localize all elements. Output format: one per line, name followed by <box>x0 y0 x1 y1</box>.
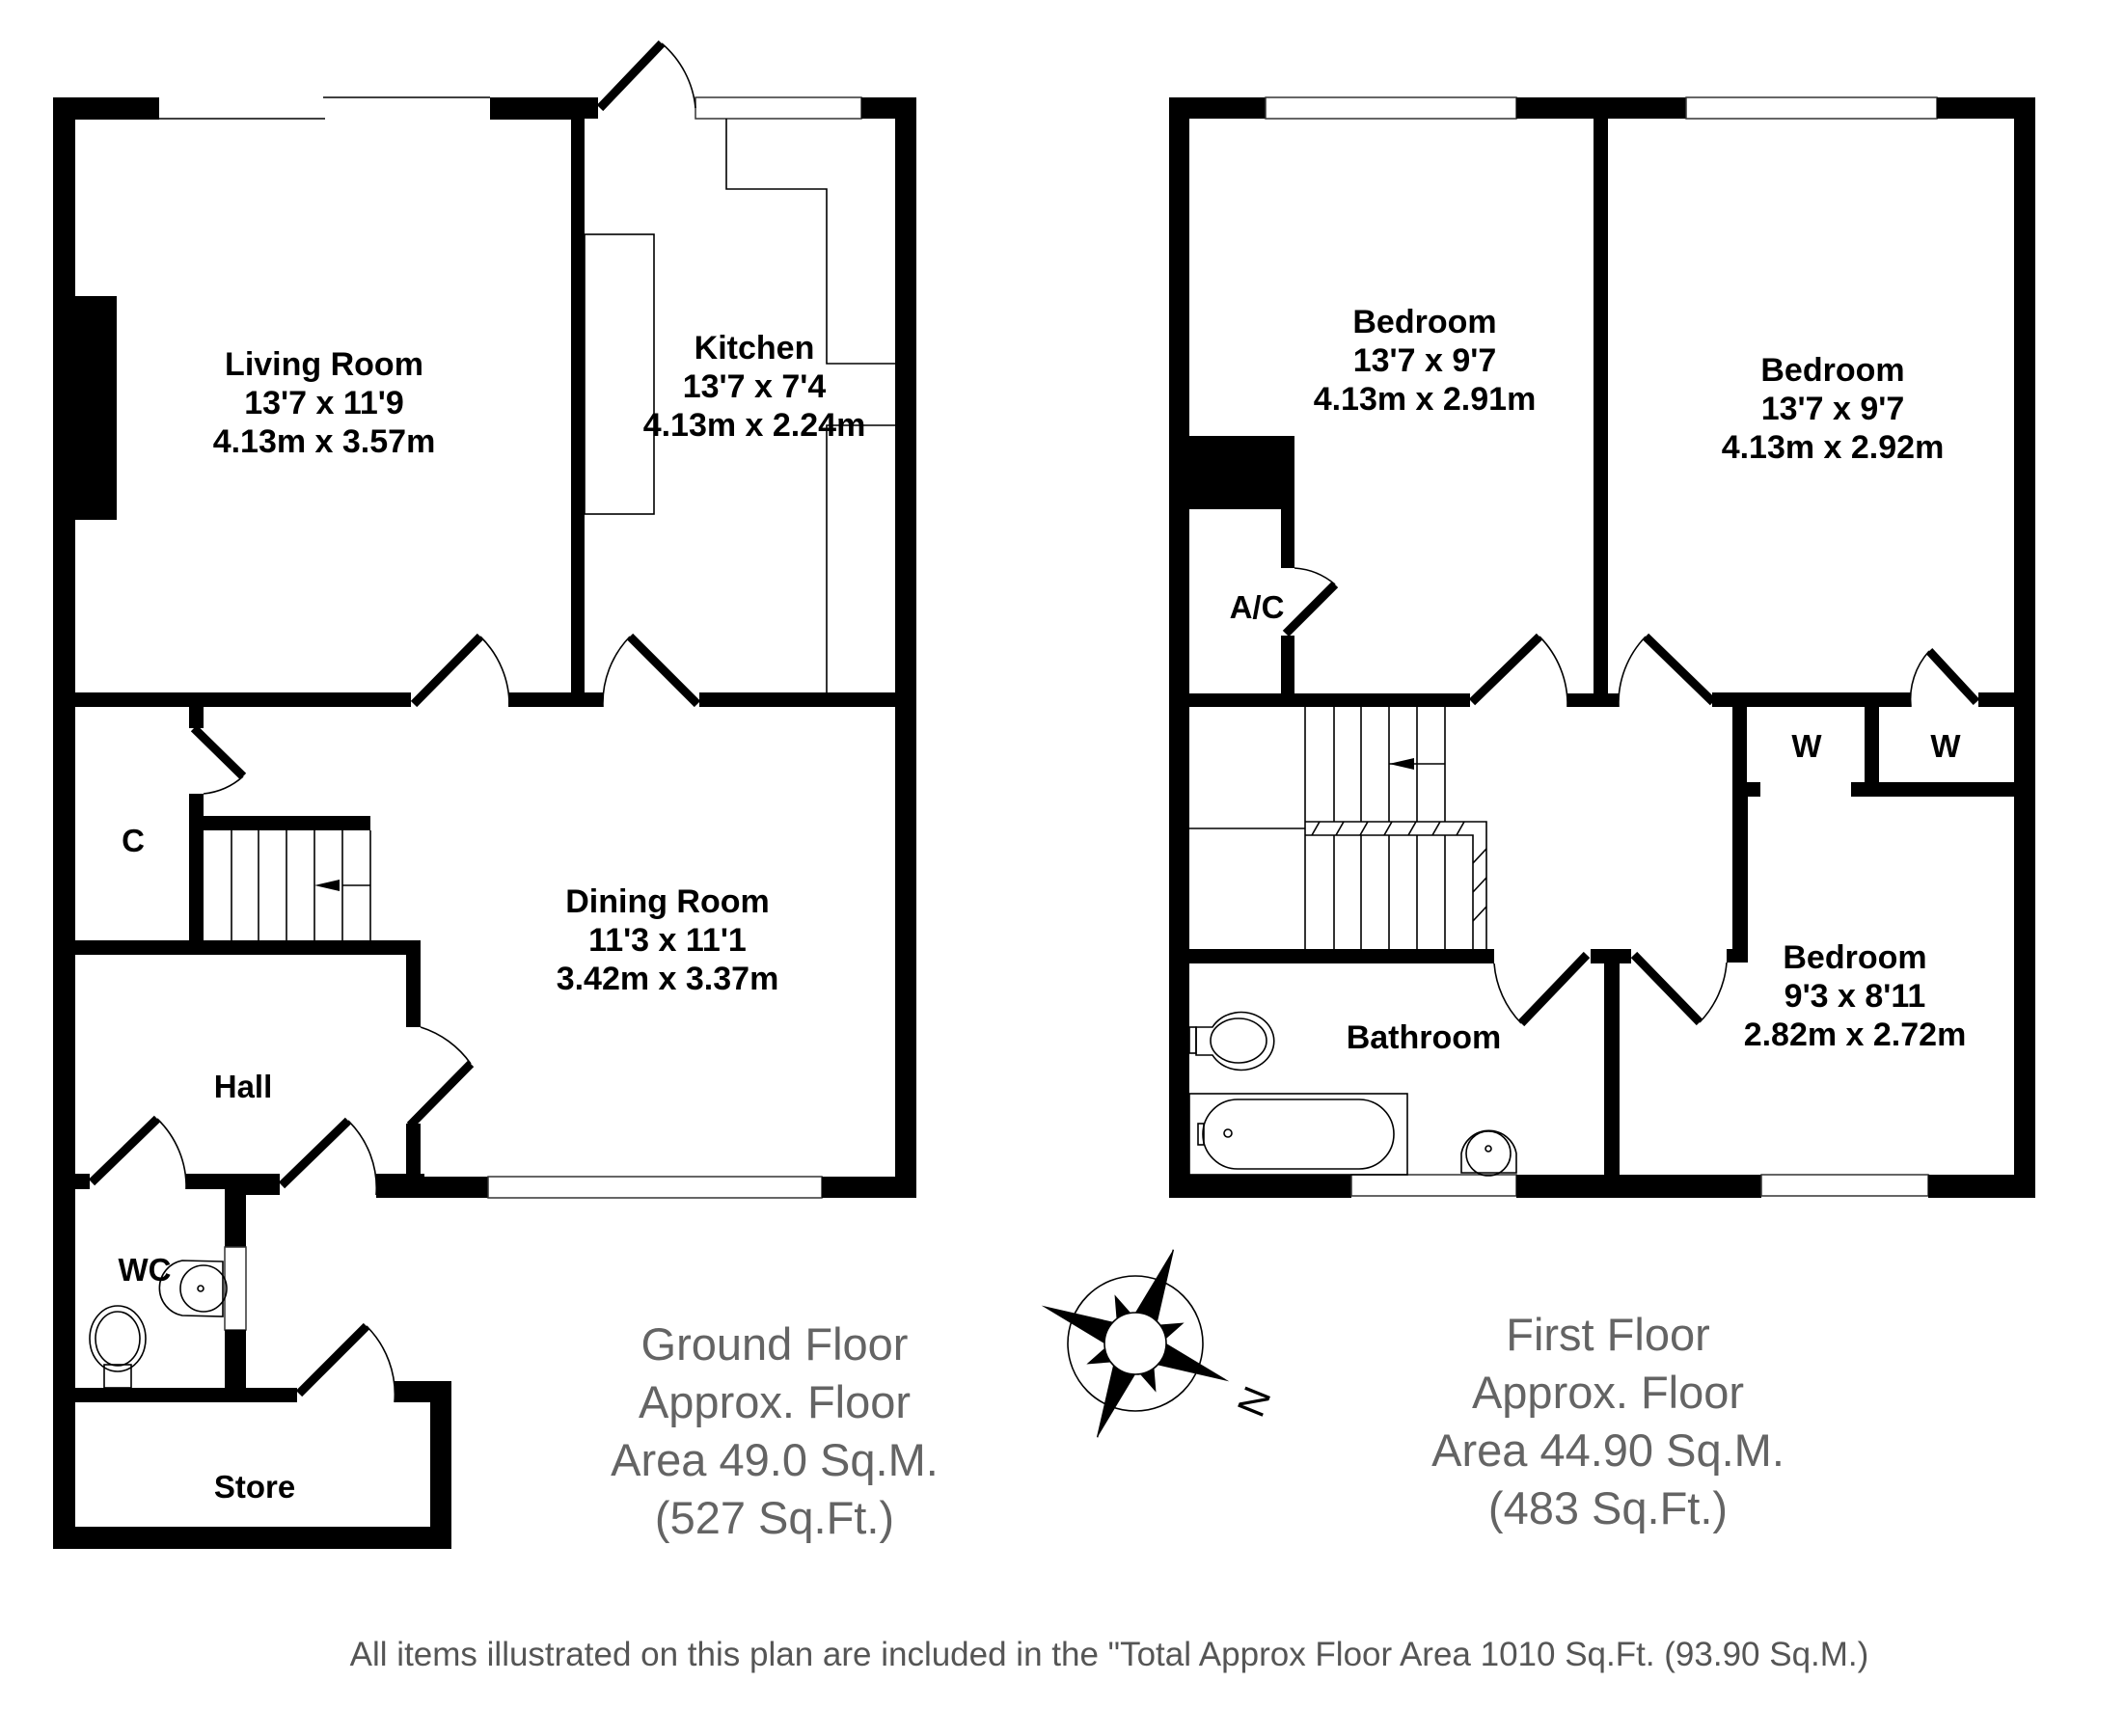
svg-text:13'7 x 9'7: 13'7 x 9'7 <box>1353 342 1497 379</box>
svg-text:Dining Room: Dining Room <box>565 883 770 920</box>
kitchen-units <box>584 119 895 692</box>
staircase-first <box>1189 707 1487 950</box>
svg-text:Living Room: Living Room <box>225 346 423 383</box>
chimney-breast <box>75 296 117 520</box>
room-label-wardrobe-2: W <box>1930 728 1961 764</box>
svg-text:Kitchen: Kitchen <box>695 330 815 366</box>
bathroom-door <box>1493 951 1591 1027</box>
front-door <box>278 1117 378 1196</box>
svg-text:Area 44.90 Sq.M.: Area 44.90 Sq.M. <box>1431 1424 1784 1476</box>
sliding-door-icon <box>158 96 490 120</box>
svg-text:11'3 x 11'1: 11'3 x 11'1 <box>588 922 747 959</box>
room-label-cupboard: C <box>122 823 145 858</box>
svg-text:9'3 x 8'11: 9'3 x 8'11 <box>1784 978 1926 1015</box>
kitchen-window <box>695 96 862 120</box>
first-floor-plan: Bedroom 13'7 x 9'7 4.13m x 2.91m Bedroom… <box>1169 96 2035 1533</box>
kitchen-door <box>602 633 701 708</box>
room-label-kitchen: Kitchen 13'7 x 7'4 4.13m x 2.24m <box>643 330 866 444</box>
room-label-hall: Hall <box>214 1069 273 1104</box>
total-area-footer: All items illustrated on this plan are i… <box>350 1636 1869 1673</box>
bathtub-icon <box>1188 1093 1408 1176</box>
dining-window <box>487 1176 823 1199</box>
room-label-wc: WC <box>119 1252 172 1288</box>
svg-text:(527 Sq.Ft.): (527 Sq.Ft.) <box>655 1492 894 1543</box>
svg-text:4.13m x 2.92m: 4.13m x 2.92m <box>1722 429 1945 466</box>
svg-text:Bedroom: Bedroom <box>1352 304 1496 340</box>
first-floor-area-label: First Floor Approx. Floor Area 44.90 Sq.… <box>1431 1309 1784 1533</box>
bedroom-1-door <box>1468 633 1568 708</box>
svg-text:Area 49.0 Sq.M.: Area 49.0 Sq.M. <box>611 1434 939 1485</box>
room-label-bedroom-1: Bedroom 13'7 x 9'7 4.13m x 2.91m <box>1314 304 1537 418</box>
svg-text:13'7 x 11'9: 13'7 x 11'9 <box>244 385 404 421</box>
room-label-bedroom-2: Bedroom 13'7 x 9'7 4.13m x 2.92m <box>1722 352 1945 466</box>
svg-text:4.13m x 2.91m: 4.13m x 2.91m <box>1314 381 1537 418</box>
stair-direction-arrow-icon <box>1389 758 1414 770</box>
ground-floor-area-label: Ground Floor Approx. Floor Area 49.0 Sq.… <box>611 1318 939 1543</box>
living-room-door <box>410 633 510 708</box>
room-label-dining-room: Dining Room 11'3 x 11'1 3.42m x 3.37m <box>557 883 779 997</box>
svg-text:First Floor: First Floor <box>1506 1309 1710 1360</box>
wc-door <box>88 1115 187 1190</box>
svg-text:3.42m x 3.37m: 3.42m x 3.37m <box>557 961 779 997</box>
stair-direction-arrow-icon <box>314 880 340 891</box>
svg-text:Bedroom: Bedroom <box>1783 939 1926 976</box>
bathroom-toilet-icon <box>1188 1011 1275 1071</box>
compass-north-label: N <box>1230 1381 1280 1423</box>
cupboard-door <box>190 724 247 795</box>
room-label-living-room: Living Room 13'7 x 11'9 4.13m x 3.57m <box>213 346 436 460</box>
bedroom-2-window <box>1685 96 1938 120</box>
airing-cupboard-door <box>1282 567 1339 637</box>
svg-text:13'7 x 7'4: 13'7 x 7'4 <box>683 368 827 405</box>
svg-text:Ground Floor: Ground Floor <box>641 1318 909 1370</box>
bedroom-3-window <box>1760 1174 1929 1197</box>
hall-dining-door <box>406 1026 475 1129</box>
wc-window <box>224 1246 247 1331</box>
svg-text:4.13m x 2.24m: 4.13m x 2.24m <box>643 407 866 444</box>
bedroom-3-door <box>1630 951 1728 1026</box>
room-label-bathroom: Bathroom <box>1347 1019 1502 1056</box>
svg-text:(483 Sq.Ft.): (483 Sq.Ft.) <box>1488 1482 1728 1533</box>
svg-text:4.13m x 3.57m: 4.13m x 3.57m <box>213 423 436 460</box>
compass-rose-icon <box>1041 1249 1230 1438</box>
bedroom-2-door <box>1618 633 1717 708</box>
room-label-store: Store <box>214 1469 295 1505</box>
store-door <box>295 1322 396 1403</box>
svg-text:Approx. Floor: Approx. Floor <box>1472 1367 1744 1418</box>
bathroom-window <box>1350 1174 1517 1197</box>
svg-text:2.82m x 2.72m: 2.82m x 2.72m <box>1744 1017 1967 1053</box>
room-label-airing-cupboard: A/C <box>1230 589 1285 625</box>
svg-text:Approx. Floor: Approx. Floor <box>639 1376 911 1427</box>
bedroom-1-window <box>1265 96 1517 120</box>
room-label-bedroom-3: Bedroom 9'3 x 8'11 2.82m x 2.72m <box>1744 939 1967 1053</box>
wardrobe-2-door <box>1909 647 1980 708</box>
svg-text:Bedroom: Bedroom <box>1760 352 1904 389</box>
staircase-ground <box>231 830 371 940</box>
room-label-wardrobe-1: W <box>1791 728 1822 764</box>
svg-text:13'7 x 9'7: 13'7 x 9'7 <box>1761 391 1905 427</box>
bathroom-basin-icon <box>1460 1129 1517 1177</box>
ground-floor-plan: Living Room 13'7 x 11'9 4.13m x 3.57m Ki… <box>53 40 939 1549</box>
wc-toilet-icon <box>89 1305 147 1389</box>
kitchen-back-door <box>596 40 696 112</box>
wc-basin-icon <box>158 1260 228 1317</box>
